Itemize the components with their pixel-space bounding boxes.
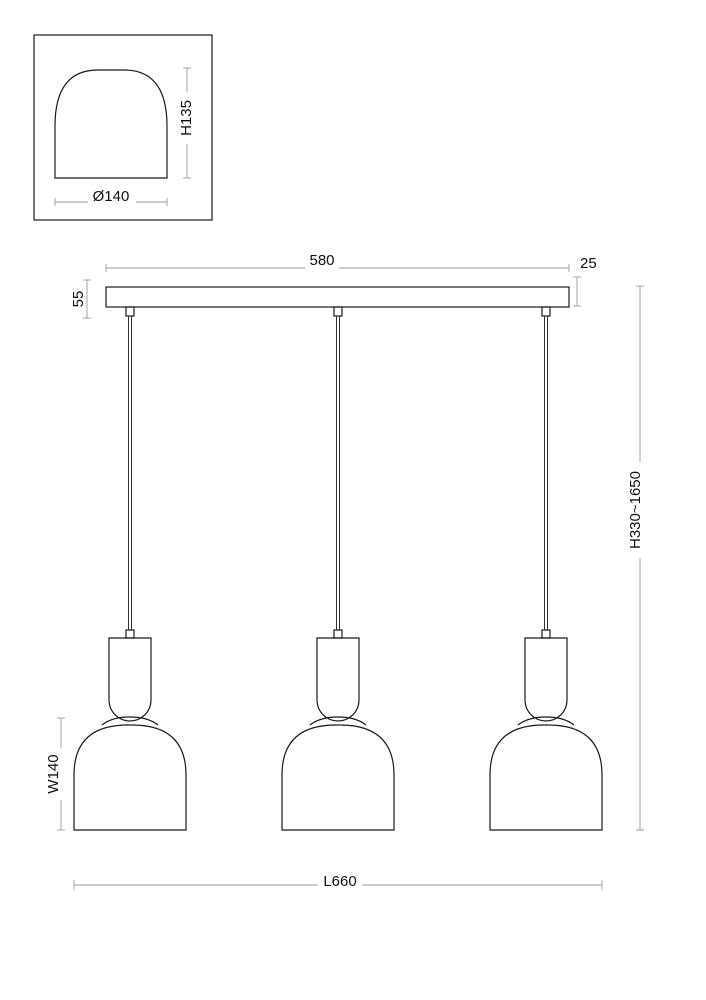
- pendant-1-socket-holder: [108, 637, 152, 722]
- detail-diameter-label-bg: [88, 186, 136, 206]
- pendant-2-shade: [281, 724, 395, 831]
- canopy-length-label: 580: [309, 252, 334, 269]
- pendant-3: [489, 306, 603, 831]
- ceiling-canopy: [105, 286, 570, 308]
- detail-height-label-bg: [175, 92, 197, 144]
- overall-length-label: L660: [323, 873, 356, 890]
- canopy-height-label: 55: [70, 291, 87, 308]
- pendant-1-shade: [73, 724, 187, 831]
- overall-height-label: H330~1650: [627, 471, 644, 549]
- pendant-1-cord-clamp: [125, 306, 135, 317]
- detail-diameter-label: Ø140: [93, 188, 130, 205]
- overall-length-label-bg: [318, 871, 362, 889]
- pendant-3-shade: [489, 724, 603, 831]
- pendant-2: [281, 306, 395, 831]
- detail-shade-outline: [54, 69, 168, 179]
- detail-frame: [33, 34, 213, 221]
- overall-height-label-bg: [628, 462, 652, 558]
- shade-width-label: W140: [45, 754, 62, 793]
- pendant-1: [73, 306, 187, 831]
- pendant-1-cord-grip: [125, 629, 135, 639]
- pendant-2-socket-holder: [316, 637, 360, 722]
- pendant-2-cord-grip: [333, 629, 343, 639]
- pendant-3-cord-grip: [541, 629, 551, 639]
- detail-height-label: H135: [178, 100, 195, 136]
- pendant-main-view: 580 25 55 H330~1650 W140 L660: [45, 251, 652, 890]
- pendant-2-shade-collar: [309, 716, 367, 726]
- canopy-depth-label: 25: [580, 255, 597, 272]
- pendant-2-cord-clamp: [333, 306, 343, 317]
- canopy-length-label-bg: [305, 251, 339, 269]
- pendant-3-shade-collar: [517, 716, 575, 726]
- shade-detail-view: H135 Ø140: [33, 34, 213, 221]
- pendant-3-socket-holder: [524, 637, 568, 722]
- pendant-3-cord-clamp: [541, 306, 551, 317]
- shade-width-label-bg: [49, 748, 73, 800]
- pendant-1-shade-collar: [101, 716, 159, 726]
